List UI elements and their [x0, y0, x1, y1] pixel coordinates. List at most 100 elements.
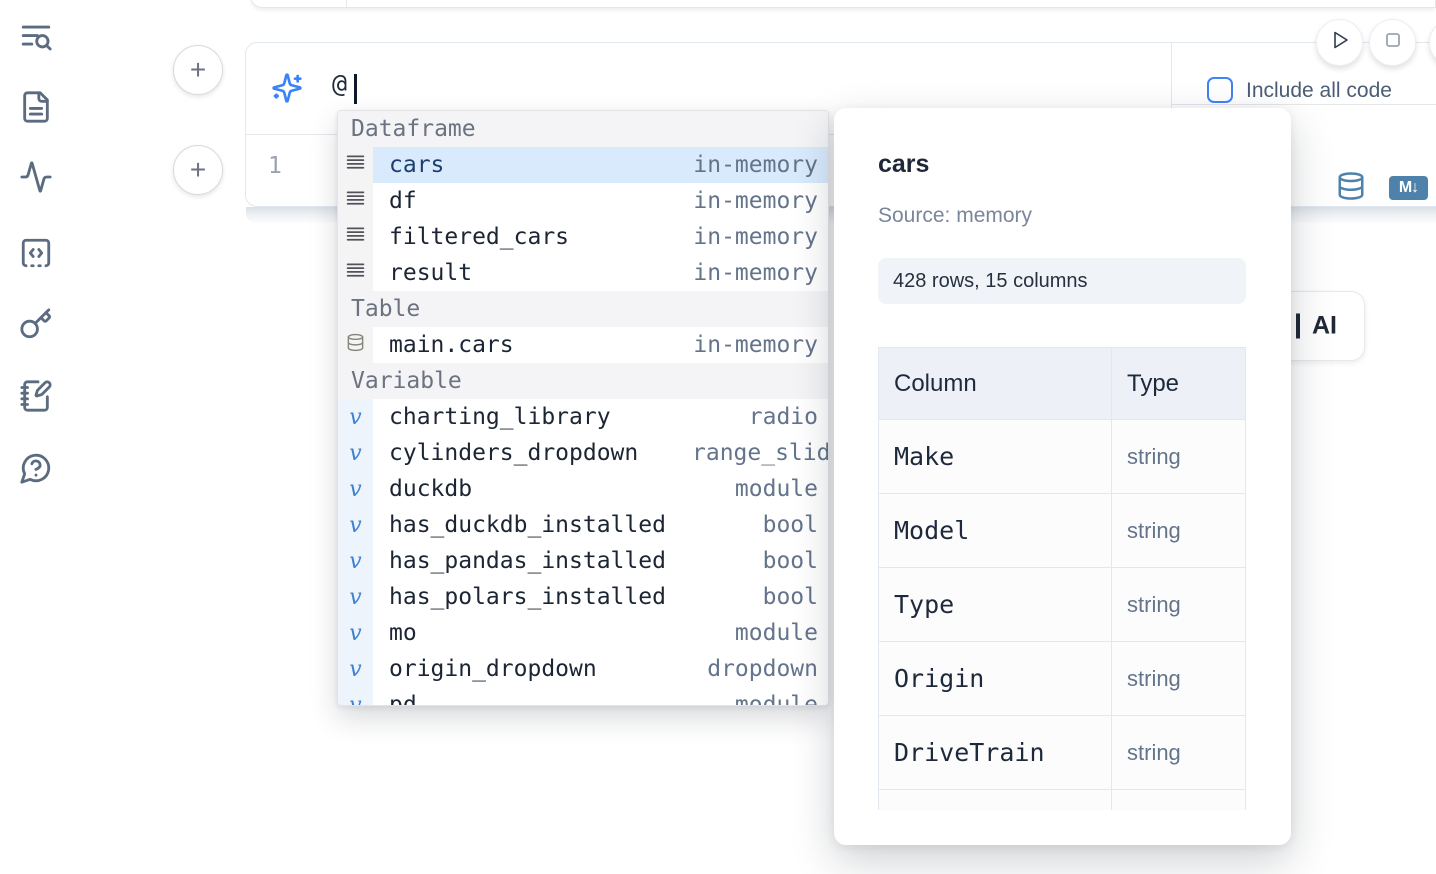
item-name: df	[389, 188, 417, 214]
add-cell-below-button[interactable]: +	[173, 145, 223, 195]
item-name: main.cars	[389, 332, 514, 358]
rows-icon	[345, 152, 366, 179]
column-name: DriveTrain	[879, 716, 1112, 789]
autocomplete-item-has-pandas-installed[interactable]: has_pandas_installed bool	[338, 543, 828, 579]
file-text-icon	[19, 90, 53, 129]
item-detail: range_slider	[692, 440, 828, 466]
key-icon	[19, 307, 53, 346]
column-name: Type	[879, 568, 1112, 641]
notebook-pen-icon	[19, 379, 53, 418]
stop-icon	[1381, 28, 1405, 57]
activity-icon	[19, 160, 53, 199]
stop-button[interactable]	[1369, 19, 1416, 66]
include-all-code-checkbox[interactable]	[1207, 77, 1233, 103]
item-name: filtered_cars	[389, 224, 569, 250]
column-name: Model	[879, 494, 1112, 567]
column-header: Column	[879, 348, 1112, 419]
autocomplete-item-origin-dropdown[interactable]: origin_dropdown dropdown	[338, 651, 828, 687]
item-name: has_pandas_installed	[389, 548, 666, 574]
item-name: has_duckdb_installed	[389, 512, 666, 538]
variable-icon	[349, 440, 361, 466]
ai-prompt-value: @	[332, 69, 347, 98]
column-type: string	[1112, 716, 1245, 789]
play-icon	[1328, 28, 1352, 57]
rows-icon	[345, 224, 366, 251]
include-all-code-label: Include all code	[1246, 79, 1392, 103]
sidebar-item-scratchpad[interactable]	[17, 379, 55, 417]
autocomplete-item-main-cars[interactable]: main.cars in-memory	[338, 327, 828, 363]
column-type: string	[1112, 568, 1245, 641]
item-detail: in-memory	[693, 152, 818, 178]
schema-header-row: Column Type	[879, 348, 1245, 420]
type-header: Type	[1112, 348, 1245, 419]
rows-icon	[345, 188, 366, 215]
autocomplete-item-result[interactable]: result in-memory	[338, 255, 828, 291]
autocomplete-item-cylinders-dropdown[interactable]: cylinders_dropdown range_slider	[338, 435, 828, 471]
item-detail: in-memory	[693, 224, 818, 250]
autocomplete-item-charting-library[interactable]: charting_library radio	[338, 399, 828, 435]
section-header-table: Table	[338, 291, 828, 327]
item-detail: in-memory	[693, 260, 818, 286]
item-name: cylinders_dropdown	[389, 440, 638, 466]
markdown-icon[interactable]: M↓	[1389, 176, 1428, 200]
code-snippet-icon	[19, 236, 53, 275]
column-type: string	[1112, 494, 1245, 567]
variable-icon	[349, 548, 361, 574]
preview-title: cars	[878, 150, 929, 179]
run-cell-button[interactable]	[1316, 19, 1363, 66]
clipped-letter	[1296, 314, 1300, 339]
sparkles-icon	[271, 72, 303, 104]
autocomplete-item-duckdb[interactable]: duckdb module	[338, 471, 828, 507]
sidebar-item-files[interactable]	[17, 90, 55, 128]
right-panel-divider	[1171, 104, 1436, 105]
autocomplete-dropdown: Dataframe cars in-memory df in-memory fi…	[337, 110, 829, 706]
item-detail: module	[735, 476, 818, 502]
column-name: Make	[879, 420, 1112, 493]
ai-button-label: AI	[1312, 312, 1337, 341]
table-row-partial	[879, 790, 1245, 810]
autocomplete-item-mo[interactable]: mo module	[338, 615, 828, 651]
sidebar-item-secrets[interactable]	[17, 307, 55, 345]
item-detail: bool	[763, 584, 818, 610]
item-name: result	[389, 260, 472, 286]
item-name: pd	[389, 692, 417, 706]
help-chat-icon	[19, 451, 53, 490]
table-row: Type string	[879, 568, 1245, 642]
item-detail: dropdown	[707, 656, 818, 682]
database-icon[interactable]	[1336, 171, 1366, 201]
sidebar-item-snippets[interactable]	[17, 236, 55, 274]
item-detail: module	[735, 692, 818, 706]
rows-icon	[345, 260, 366, 287]
item-name: charting_library	[389, 404, 611, 430]
schema-table: Column Type Make string Model string Typ…	[878, 347, 1246, 810]
table-row: DriveTrain string	[879, 716, 1245, 790]
preview-source: Source: memory	[878, 204, 1032, 228]
autocomplete-item-has-polars-installed[interactable]: has_polars_installed bool	[338, 579, 828, 615]
sidebar-item-tracing[interactable]	[17, 160, 55, 198]
variable-icon	[349, 584, 361, 610]
item-name: has_polars_installed	[389, 584, 666, 610]
sidebar-item-toc[interactable]	[17, 20, 55, 58]
item-name: duckdb	[389, 476, 472, 502]
autocomplete-item-pd[interactable]: pd module	[338, 687, 828, 706]
previous-cell-edge	[250, 0, 1436, 8]
add-cell-above-button[interactable]: +	[173, 45, 223, 95]
item-name: origin_dropdown	[389, 656, 597, 682]
column-type: string	[1112, 420, 1245, 493]
database-icon	[346, 332, 365, 358]
text-cursor	[354, 74, 357, 104]
sidebar-item-help[interactable]	[17, 451, 55, 489]
line-number: 1	[268, 153, 282, 179]
variable-icon	[349, 404, 361, 430]
variable-icon	[349, 620, 361, 646]
autocomplete-item-filtered-cars[interactable]: filtered_cars in-memory	[338, 219, 828, 255]
table-row: Model string	[879, 494, 1245, 568]
item-detail: module	[735, 620, 818, 646]
variable-icon	[349, 512, 361, 538]
autocomplete-item-df[interactable]: df in-memory	[338, 183, 828, 219]
item-detail: bool	[763, 512, 818, 538]
autocomplete-item-has-duckdb-installed[interactable]: has_duckdb_installed bool	[338, 507, 828, 543]
section-header-dataframe: Dataframe	[338, 111, 828, 147]
autocomplete-item-cars[interactable]: cars in-memory	[338, 147, 828, 183]
gutter-divider	[346, 0, 347, 7]
